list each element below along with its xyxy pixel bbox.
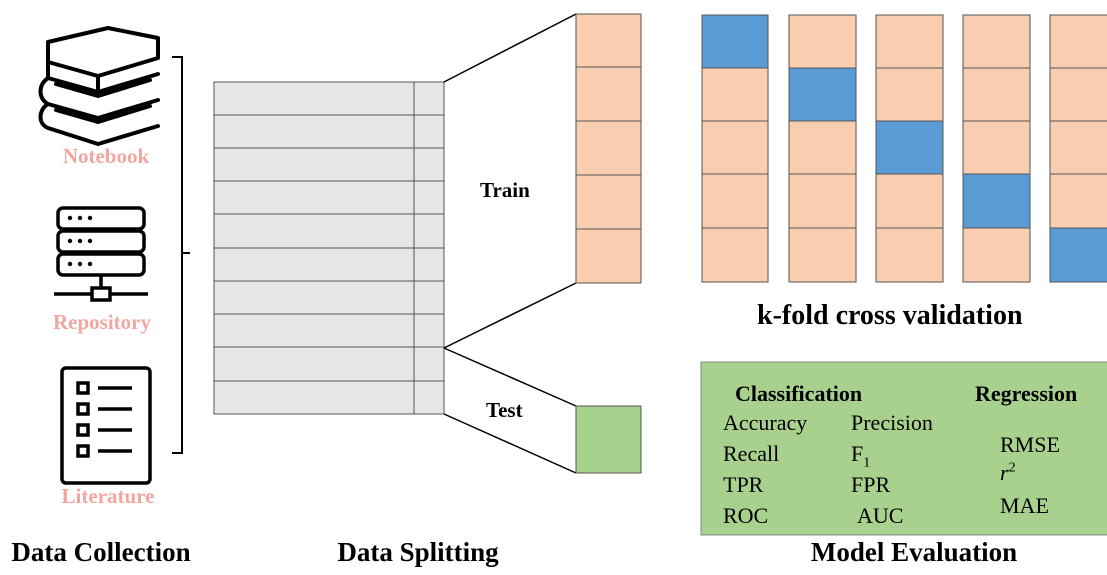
test-label: Test (486, 398, 523, 422)
fold-column-4 (962, 14, 1031, 283)
kfold-title: k-fold cross validation (757, 300, 1023, 331)
metric-r2: r2 (1000, 460, 1016, 486)
section-title-evaluation: Model Evaluation (810, 537, 1018, 567)
metric-f1-letter: F (851, 441, 864, 466)
dataset-table (213, 81, 445, 415)
literature-label: Literature (61, 484, 155, 508)
metric-mae: MAE (1000, 493, 1049, 518)
metric-accuracy: Accuracy (723, 410, 808, 435)
classification-heading: Classification (735, 381, 863, 406)
fold-column-2 (788, 14, 857, 283)
notebook-label: Notebook (62, 144, 150, 168)
section-title-splitting: Data Splitting (337, 537, 499, 567)
kfold-grid (701, 14, 1107, 283)
train-label: Train (480, 178, 530, 202)
checklist-icon (60, 366, 152, 485)
metrics-panel (700, 361, 1107, 536)
server-icon (54, 206, 148, 302)
metric-f1: F1 (851, 441, 870, 471)
regression-heading: Regression (975, 381, 1078, 406)
metric-roc: ROC (723, 503, 769, 528)
fold-column-5 (1049, 14, 1107, 283)
section-title-collection: Data Collection (11, 537, 191, 567)
metric-tpr: TPR (723, 472, 764, 497)
fold-column-3 (875, 14, 944, 283)
metric-f1-subscript: 1 (863, 455, 871, 471)
fold-column-1 (701, 14, 769, 283)
metric-auc: AUC (857, 503, 904, 528)
collection-bracket (172, 56, 190, 454)
metric-precision: Precision (851, 410, 933, 435)
metric-r2-superscript: 2 (1008, 460, 1016, 476)
split-connectors (443, 13, 577, 474)
train-block (575, 13, 642, 284)
server-dots (67, 215, 93, 267)
test-block (575, 405, 642, 474)
metric-rmse: RMSE (1000, 432, 1060, 457)
repository-label: Repository (53, 310, 151, 334)
metric-r-letter: r (1000, 460, 1009, 485)
books-icon (38, 26, 160, 146)
metric-recall: Recall (723, 441, 780, 466)
metric-fpr: FPR (851, 472, 891, 497)
